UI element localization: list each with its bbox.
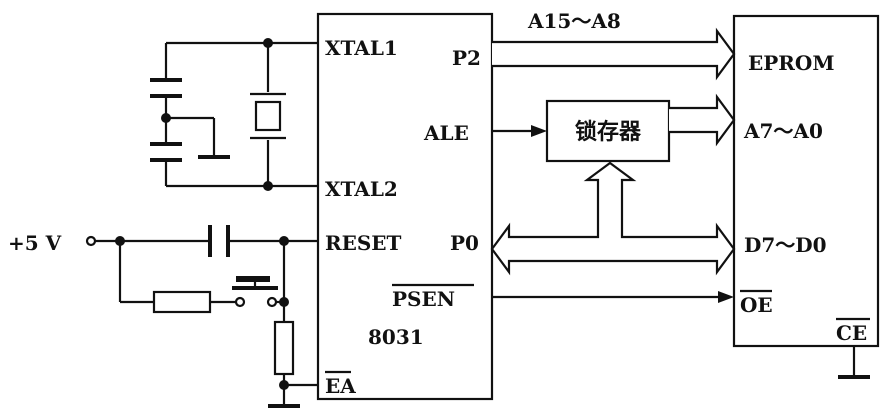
bus-p0-d7-d0 bbox=[490, 161, 736, 276]
pin-ale-label: ALE bbox=[423, 121, 469, 145]
pushbutton-node-junction bbox=[279, 297, 289, 307]
eprom-ce-label: CE bbox=[836, 321, 867, 345]
eprom-d7-d0-label: D7～D0 bbox=[744, 233, 827, 257]
cpu-name-label: 8031 bbox=[368, 325, 424, 349]
bus-a7-a0-arrow bbox=[669, 93, 736, 147]
bus-a15-a8-label: A15～A8 bbox=[527, 9, 621, 33]
power-label: +5 V bbox=[8, 231, 62, 255]
eprom-oe-label: OE bbox=[740, 293, 773, 317]
pin-ea-label: EA bbox=[325, 374, 356, 398]
reset-resistor-icon bbox=[152, 290, 212, 314]
eprom-a7-a0-label: A7～A0 bbox=[743, 119, 823, 143]
eprom-name-label: EPROM bbox=[748, 51, 834, 75]
ale-arrowhead bbox=[531, 125, 547, 137]
bus-a15-a8-arrow bbox=[492, 27, 736, 81]
pin-xtal1-label: XTAL1 bbox=[325, 36, 398, 60]
latch-label: 锁存器 bbox=[575, 119, 642, 145]
pin-xtal2-label: XTAL2 bbox=[325, 177, 398, 201]
pushbutton-cap-icon bbox=[236, 276, 270, 282]
pushbutton-contact-left-icon bbox=[234, 296, 246, 308]
power-terminal-icon bbox=[85, 235, 97, 247]
pin-reset-label: RESET bbox=[325, 231, 402, 255]
pin-p0-label: P0 bbox=[450, 231, 479, 255]
crystal-icon bbox=[254, 100, 282, 132]
pulldown-resistor-icon bbox=[273, 320, 295, 376]
pin-psen-label: PSEN bbox=[392, 287, 455, 311]
psen-arrowhead bbox=[718, 291, 734, 303]
pushbutton-contact-right-icon bbox=[266, 296, 278, 308]
cpu-8031-block bbox=[316, 12, 494, 401]
pin-p2-label: P2 bbox=[452, 46, 481, 70]
